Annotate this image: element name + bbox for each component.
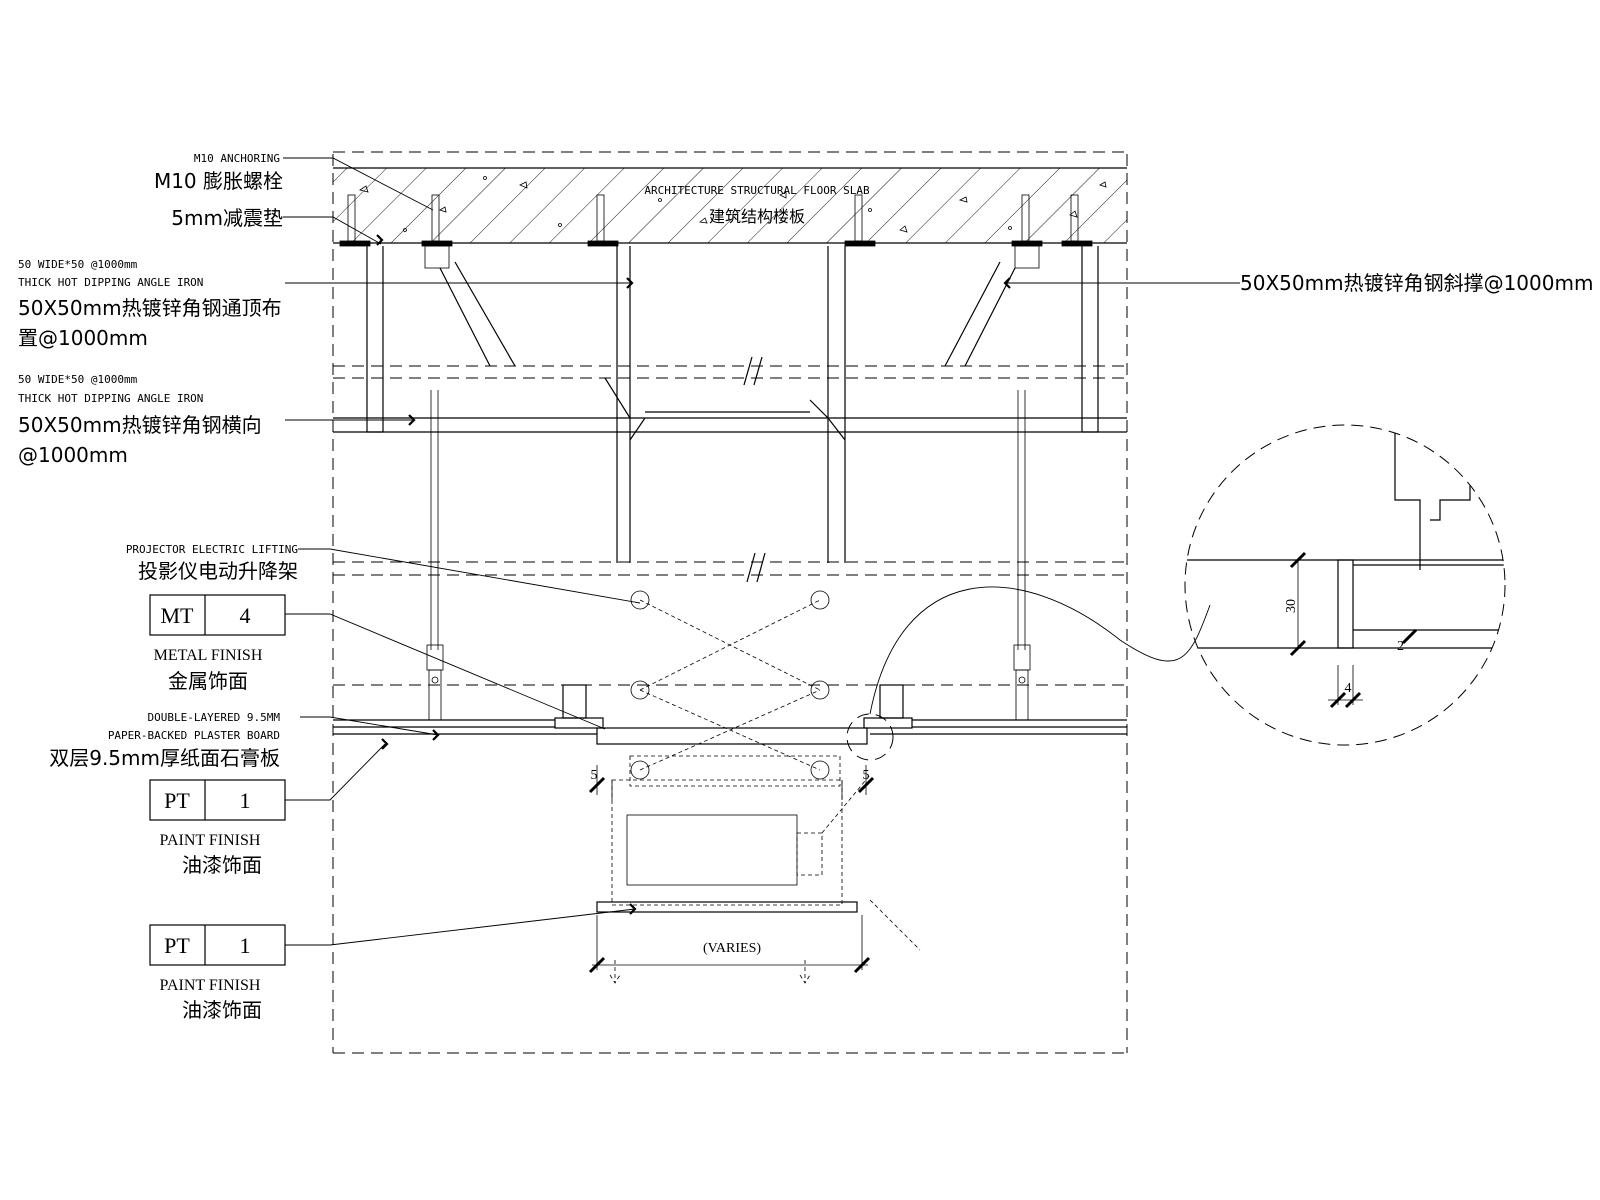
- finish-tag-pt1-a: PT 1 PAINT FINISH 油漆饰面: [149, 779, 286, 877]
- angle1-cn-2: 置@1000mm: [18, 326, 148, 350]
- angle1-cn-1: 50X50mm热镀锌角钢通顶布: [18, 296, 282, 320]
- plaster-board: [333, 684, 1127, 745]
- gap-left-dim: 5: [591, 768, 598, 783]
- board-label-en-1: DOUBLE-LAYERED 9.5MM: [148, 711, 281, 724]
- hanger-rods: [426, 390, 1031, 721]
- tag-finish-en: PAINT FINISH: [160, 832, 261, 849]
- tag-number: 4: [240, 603, 251, 628]
- tag-number: 1: [240, 788, 251, 813]
- finish-tag-pt1-b: PT 1 PAINT FINISH 油漆饰面: [149, 924, 286, 1022]
- transverse-angle: [333, 377, 1127, 441]
- detail-2-dim: 2: [1397, 639, 1404, 654]
- floor-slab: [333, 167, 1127, 244]
- board-label-cn: 双层9.5mm厚纸面石膏板: [49, 746, 280, 770]
- angle1-en-2: THICK HOT DIPPING ANGLE IRON: [18, 276, 203, 289]
- finish-tag-mt4: MT 4 METAL FINISH 金属饰面: [149, 594, 286, 693]
- tag-finish-cn: 油漆饰面: [182, 853, 262, 877]
- angle2-en-2: THICK HOT DIPPING ANGLE IRON: [18, 392, 203, 405]
- gap-dims: 5 5: [588, 765, 875, 795]
- tag-code: PT: [164, 933, 190, 958]
- tag-finish-en: METAL FINISH: [154, 647, 263, 664]
- slab-label-cn: 建筑结构楼板: [709, 208, 805, 226]
- tag-finish-cn: 金属饰面: [168, 669, 248, 693]
- tag-code: PT: [164, 788, 190, 813]
- angle2-cn-2: @1000mm: [18, 443, 128, 467]
- leaders: [283, 157, 1240, 946]
- varies-label: (VARIES): [703, 941, 761, 956]
- detail-callout: 30 2 4: [846, 424, 1506, 761]
- angle2-en-1: 50 WIDE*50 @1000mm: [18, 373, 138, 386]
- gap-right-dim: 5: [863, 768, 870, 783]
- boundary: [332, 151, 1128, 1054]
- steel-posts: [366, 246, 1099, 563]
- tag-finish-en: PAINT FINISH: [160, 977, 261, 994]
- dimension-varies: (VARIES): [588, 915, 871, 974]
- diagonal-braces: [439, 261, 1016, 367]
- projector-lift: [596, 590, 921, 984]
- lift-label-en: PROJECTOR ELECTRIC LIFTING: [126, 543, 298, 556]
- tag-number: 1: [240, 933, 251, 958]
- detail-4-dim: 4: [1345, 681, 1352, 696]
- break-lines: [333, 356, 1127, 686]
- m10-anchoring-cn: M10 膨胀螺栓: [154, 169, 283, 193]
- m10-anchoring-en: M10 ANCHORING: [194, 152, 280, 165]
- slab-label-en: ARCHITECTURE STRUCTURAL FLOOR SLAB: [644, 184, 870, 197]
- angle2-cn-1: 50X50mm热镀锌角钢横向: [18, 413, 262, 437]
- leader-arrows: [376, 234, 1011, 915]
- lift-label-cn: 投影仪电动升降架: [138, 559, 298, 583]
- brace-label-cn: 50X50mm热镀锌角钢斜撑@1000mm: [1240, 271, 1593, 295]
- anchor-bolts: [339, 194, 1093, 269]
- detail-30-dim: 30: [1284, 599, 1299, 613]
- pad-label-cn: 5mm减震垫: [171, 206, 283, 230]
- board-label-en-2: PAPER-BACKED PLASTER BOARD: [108, 729, 280, 742]
- tag-finish-cn: 油漆饰面: [182, 998, 262, 1022]
- angle1-en-1: 50 WIDE*50 @1000mm: [18, 258, 138, 271]
- tag-code: MT: [161, 603, 195, 628]
